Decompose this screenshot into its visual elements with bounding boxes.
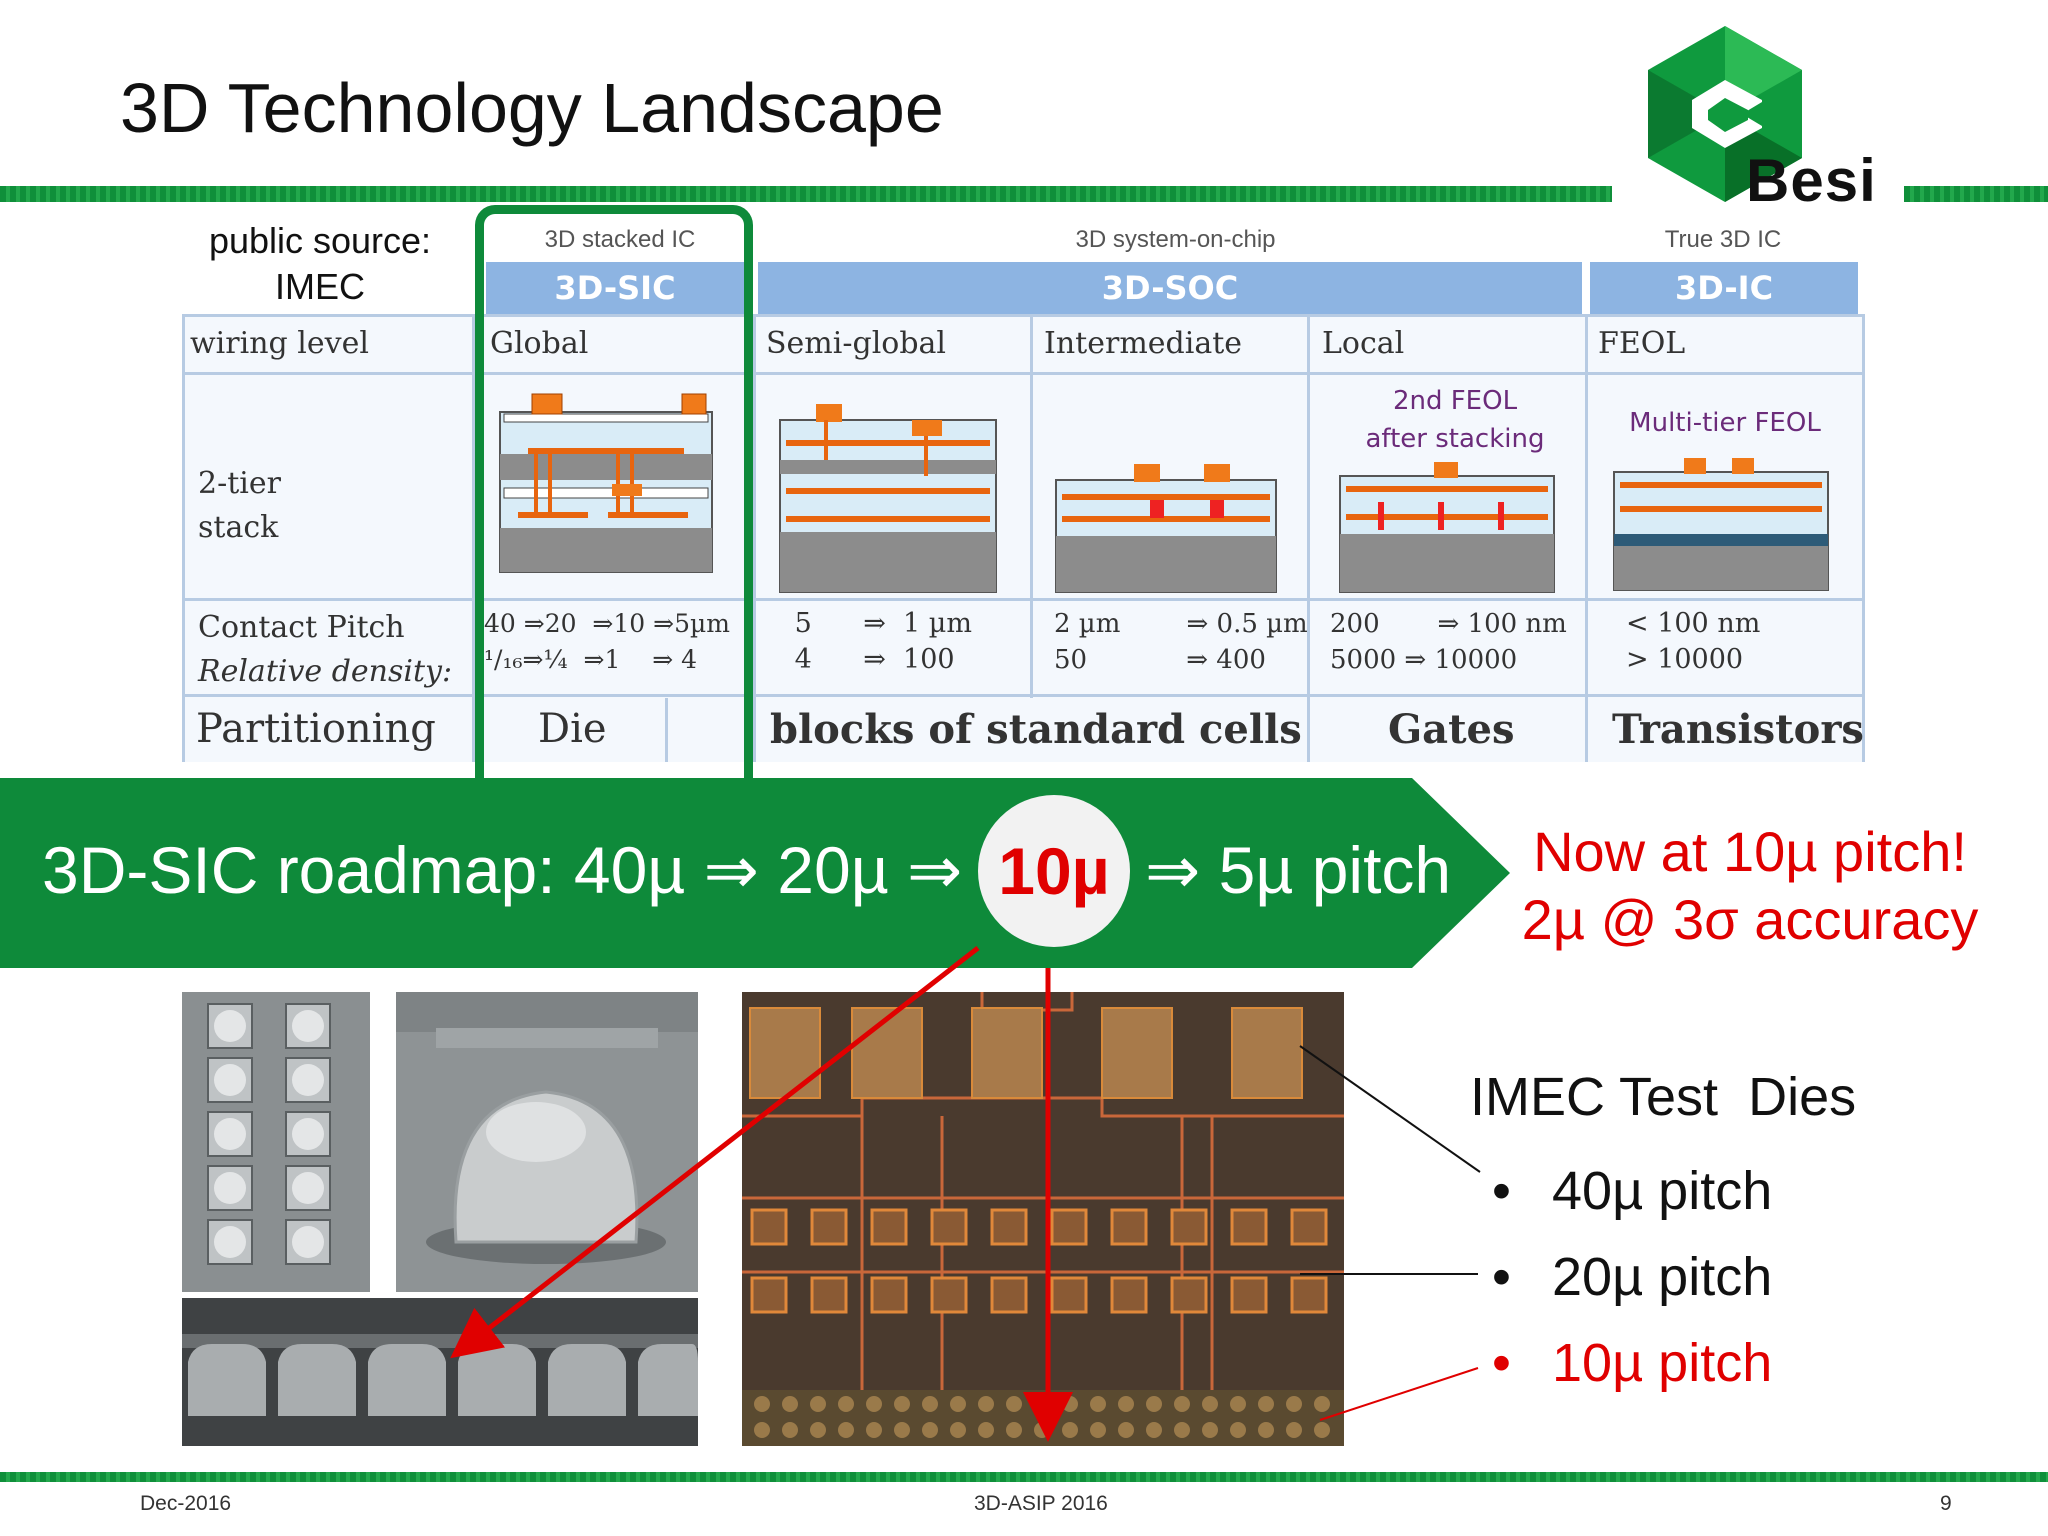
bullet: • <box>1492 1333 1511 1393</box>
header-rule-left <box>0 186 1612 202</box>
test-dies-title: IMEC Test Dies <box>1470 1067 1857 1127</box>
source-note: public source: IMEC <box>190 218 450 310</box>
header-rule-right <box>1904 186 2048 202</box>
pitch-note-line-1: Now at 10µ pitch! <box>1533 820 1967 883</box>
cross-section-photo <box>182 1298 698 1446</box>
stack-diagram-feol <box>1613 458 1829 591</box>
row-header-wiring: wiring level <box>190 326 369 361</box>
bump-array-photo <box>182 992 370 1292</box>
row-header-pitch-2: Relative density: <box>198 654 453 689</box>
source-line-1: public source: <box>208 220 432 261</box>
arrow-to-cross-section <box>450 946 980 1359</box>
category-bar-sic: 3D-SIC <box>486 262 744 314</box>
test-die-10u: • 10µ pitch <box>1492 1332 1772 1394</box>
category-bar-ic: 3D-IC <box>1590 262 1858 314</box>
partition-gates: Gates <box>1388 706 1515 753</box>
stack-diagram-semi-global <box>779 404 997 593</box>
wiring-semi-global: Semi-global <box>766 326 947 361</box>
partition-die: Die <box>538 706 607 752</box>
pitch-note-line-2: 2µ @ 3σ accuracy <box>1521 888 1979 951</box>
stack-diagram-intermediate <box>1055 464 1277 593</box>
pitch-note: Now at 10µ pitch! 2µ @ 3σ accuracy <box>1510 818 1990 954</box>
roadmap-suffix: ⇒ 5µ pitch <box>1145 833 1452 907</box>
slide-title: 3D Technology Landscape <box>120 69 944 147</box>
wiring-global: Global <box>490 326 589 361</box>
brand-name: Besi <box>1746 147 1877 214</box>
category-label-ic: True 3D IC <box>1664 226 1782 253</box>
caption-2nd-feol: 2nd FEOL after stacking <box>1365 386 1545 454</box>
sic-highlight-frame <box>475 205 753 815</box>
pitch-local: 200 ⇒ 100 nm 5000 ⇒ 10000 <box>1330 609 1567 675</box>
row-header-stack-1: 2-tier <box>198 466 281 501</box>
pitch-intermediate: 2 µm ⇒ 0.5 µm 50 ⇒ 400 <box>1054 609 1308 675</box>
bullet: • <box>1492 1161 1511 1221</box>
roadmap-prefix: 3D-SIC roadmap: 40µ ⇒ 20µ ⇒ <box>42 833 963 907</box>
roadmap-banner <box>0 778 1510 968</box>
footer-page-number: 9 <box>1940 1492 1952 1515</box>
source-line-2: IMEC <box>275 266 365 307</box>
test-die-photo <box>742 992 1344 1446</box>
stack-diagram-local <box>1339 462 1555 593</box>
test-die-10u-label: 10µ pitch <box>1552 1333 1773 1393</box>
besi-logo-icon <box>1648 26 1802 202</box>
category-label-sic: 3D stacked IC <box>544 226 696 253</box>
row-header-stack-2: stack <box>198 510 279 545</box>
roadmap-highlight: 10µ <box>998 834 1110 908</box>
test-die-20u: • 20µ pitch <box>1492 1246 1772 1308</box>
wiring-feol: FEOL <box>1598 326 1686 361</box>
leader-10u <box>1319 1367 1479 1421</box>
wiring-intermediate: Intermediate <box>1044 326 1243 361</box>
row-header-pitch-1: Contact Pitch <box>198 610 405 645</box>
footer-event: 3D-ASIP 2016 <box>974 1492 1108 1515</box>
table-rule <box>182 598 1864 601</box>
table-rule <box>182 694 1864 697</box>
table-rule <box>665 698 668 762</box>
roadmap-highlight-circle: 10µ <box>978 795 1130 947</box>
table-rule <box>182 314 185 762</box>
test-die-40u-label: 40µ pitch <box>1552 1161 1773 1221</box>
table-rule <box>182 372 1864 375</box>
bullet: • <box>1492 1247 1511 1307</box>
stack-diagram-sic <box>499 393 713 573</box>
partition-transistors: Transistors <box>1612 706 1864 753</box>
row-header-partitioning: Partitioning <box>196 706 436 752</box>
caption-multi-tier-feol: Multi-tier FEOL <box>1629 408 1821 438</box>
test-die-20u-label: 20µ pitch <box>1552 1247 1773 1307</box>
table-rule <box>1030 314 1033 698</box>
table-rule <box>1862 314 1865 762</box>
footer-date: Dec-2016 <box>140 1492 232 1515</box>
category-label-soc: 3D system-on-chip <box>1075 226 1276 253</box>
partition-standard-cells: blocks of standard cells <box>770 706 1302 753</box>
landscape-table <box>182 314 1864 762</box>
table-rule <box>472 314 475 762</box>
category-bar-soc: 3D-SOC <box>758 262 1582 314</box>
pitch-feol: < 100 nm > 10000 <box>1626 608 1761 675</box>
pitch-sic: 40 ⇒20 ⇒10 ⇒5µm ¹/₁₆⇒¼ ⇒1 ⇒ 4 <box>484 609 730 674</box>
leader-40u <box>1299 1045 1481 1173</box>
table-rule <box>182 314 1864 317</box>
test-die-40u: • 40µ pitch <box>1492 1160 1772 1222</box>
pitch-semi-global: 5 ⇒ 1 µm 4 ⇒ 100 <box>794 608 972 675</box>
table-rule <box>1585 314 1588 762</box>
wiring-local: Local <box>1322 326 1405 361</box>
table-rule <box>1307 314 1310 762</box>
footer-rule <box>0 1472 2048 1482</box>
table-rule <box>753 314 756 762</box>
